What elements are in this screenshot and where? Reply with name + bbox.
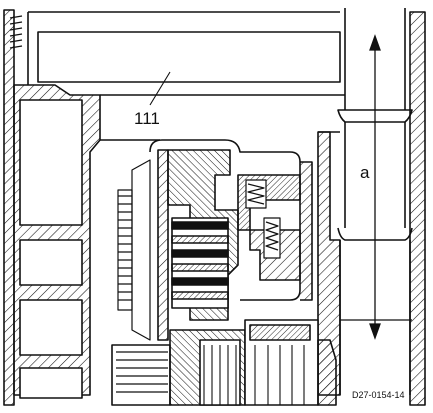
part-leader-line bbox=[149, 71, 171, 106]
clutch-drum bbox=[149, 139, 313, 341]
spline-ring bbox=[117, 159, 151, 341]
part-number-label: 111 bbox=[134, 109, 160, 128]
dimension-label: a bbox=[360, 163, 370, 182]
housing-right-block bbox=[317, 11, 426, 406]
gear-train bbox=[111, 319, 337, 406]
clutch-plates bbox=[171, 217, 229, 309]
housing-top-frame bbox=[27, 11, 341, 141]
figure-code-label: D27-0154-14 bbox=[352, 390, 405, 400]
housing-left-wall bbox=[3, 9, 101, 406]
seal-stack bbox=[9, 15, 23, 49]
dimension-arrow bbox=[340, 34, 412, 340]
return-spring bbox=[245, 179, 281, 259]
